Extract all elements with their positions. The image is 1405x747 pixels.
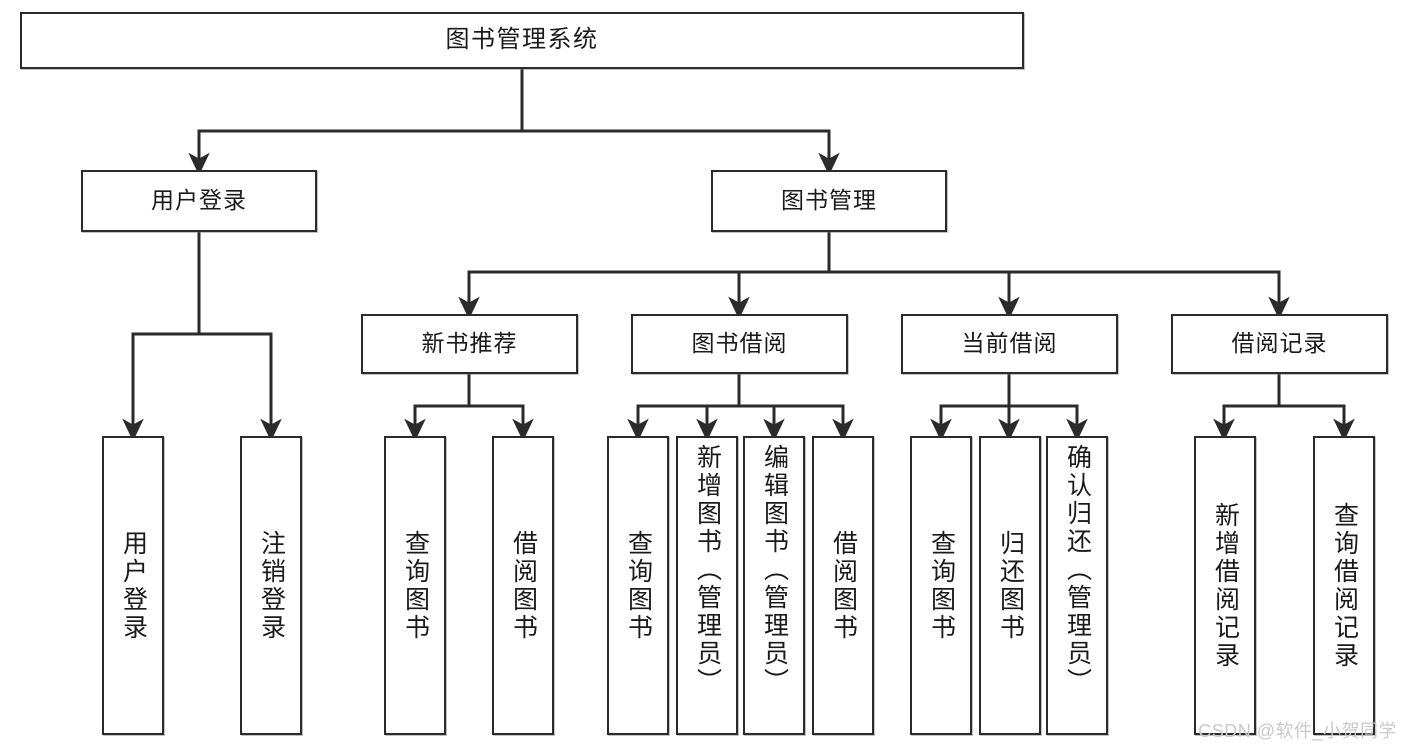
leaf-new-book-query[interactable]: 查询图书 xyxy=(384,436,446,735)
node-label: 编辑图书（管理员） xyxy=(760,444,789,696)
node-label: 借阅图书 xyxy=(509,529,538,642)
node-current-borrow[interactable]: 当前借阅 xyxy=(901,314,1118,374)
node-label: 用户登录 xyxy=(119,529,148,642)
node-label: 查询图书 xyxy=(927,529,956,642)
node-label: 图书管理系统 xyxy=(445,26,599,54)
node-label: 查询图书 xyxy=(624,529,653,642)
leaf-borrow-record-add[interactable]: 新增借阅记录 xyxy=(1194,436,1256,735)
leaf-current-borrow-return[interactable]: 归还图书 xyxy=(979,436,1041,735)
node-label: 新增图书（管理员） xyxy=(693,444,722,696)
node-label: 借阅记录 xyxy=(1231,330,1328,357)
node-root-book-management-system[interactable]: 图书管理系统 xyxy=(20,12,1024,69)
node-label: 归还图书 xyxy=(996,529,1025,642)
node-label: 图书管理 xyxy=(781,187,877,214)
leaf-current-borrow-confirm-return[interactable]: 确认归还（管理员） xyxy=(1046,436,1108,735)
node-borrow-record[interactable]: 借阅记录 xyxy=(1171,314,1388,374)
leaf-borrow-record-query[interactable]: 查询借阅记录 xyxy=(1313,436,1375,735)
node-label: 新增借阅记录 xyxy=(1211,501,1240,670)
csdn-watermark: CSDN @软件_小贺同学 xyxy=(1198,721,1397,741)
node-book-borrow[interactable]: 图书借阅 xyxy=(631,314,848,374)
node-label: 借阅图书 xyxy=(829,529,858,642)
node-user-login[interactable]: 用户登录 xyxy=(81,170,317,232)
leaf-borrow-book-query[interactable]: 查询图书 xyxy=(607,436,669,735)
leaf-user-login-login[interactable]: 用户登录 xyxy=(102,436,164,735)
node-label: 用户登录 xyxy=(151,187,247,214)
leaf-borrow-book-edit[interactable]: 编辑图书（管理员） xyxy=(743,436,805,735)
node-new-book-recommend[interactable]: 新书推荐 xyxy=(361,314,578,374)
node-label: 注销登录 xyxy=(257,529,286,642)
leaf-user-login-logout[interactable]: 注销登录 xyxy=(240,436,302,735)
leaf-current-borrow-query[interactable]: 查询图书 xyxy=(910,436,972,735)
node-label: 新书推荐 xyxy=(421,330,518,357)
leaf-new-book-borrow[interactable]: 借阅图书 xyxy=(492,436,554,735)
node-label: 确认归还（管理员） xyxy=(1063,444,1092,696)
node-label: 图书借阅 xyxy=(691,330,788,357)
leaf-borrow-book-borrow[interactable]: 借阅图书 xyxy=(812,436,874,735)
node-label: 查询图书 xyxy=(401,529,430,642)
node-label: 当前借阅 xyxy=(961,330,1058,357)
node-book-management[interactable]: 图书管理 xyxy=(711,170,947,232)
node-label: 查询借阅记录 xyxy=(1330,501,1359,670)
leaf-borrow-book-add[interactable]: 新增图书（管理员） xyxy=(676,436,738,735)
